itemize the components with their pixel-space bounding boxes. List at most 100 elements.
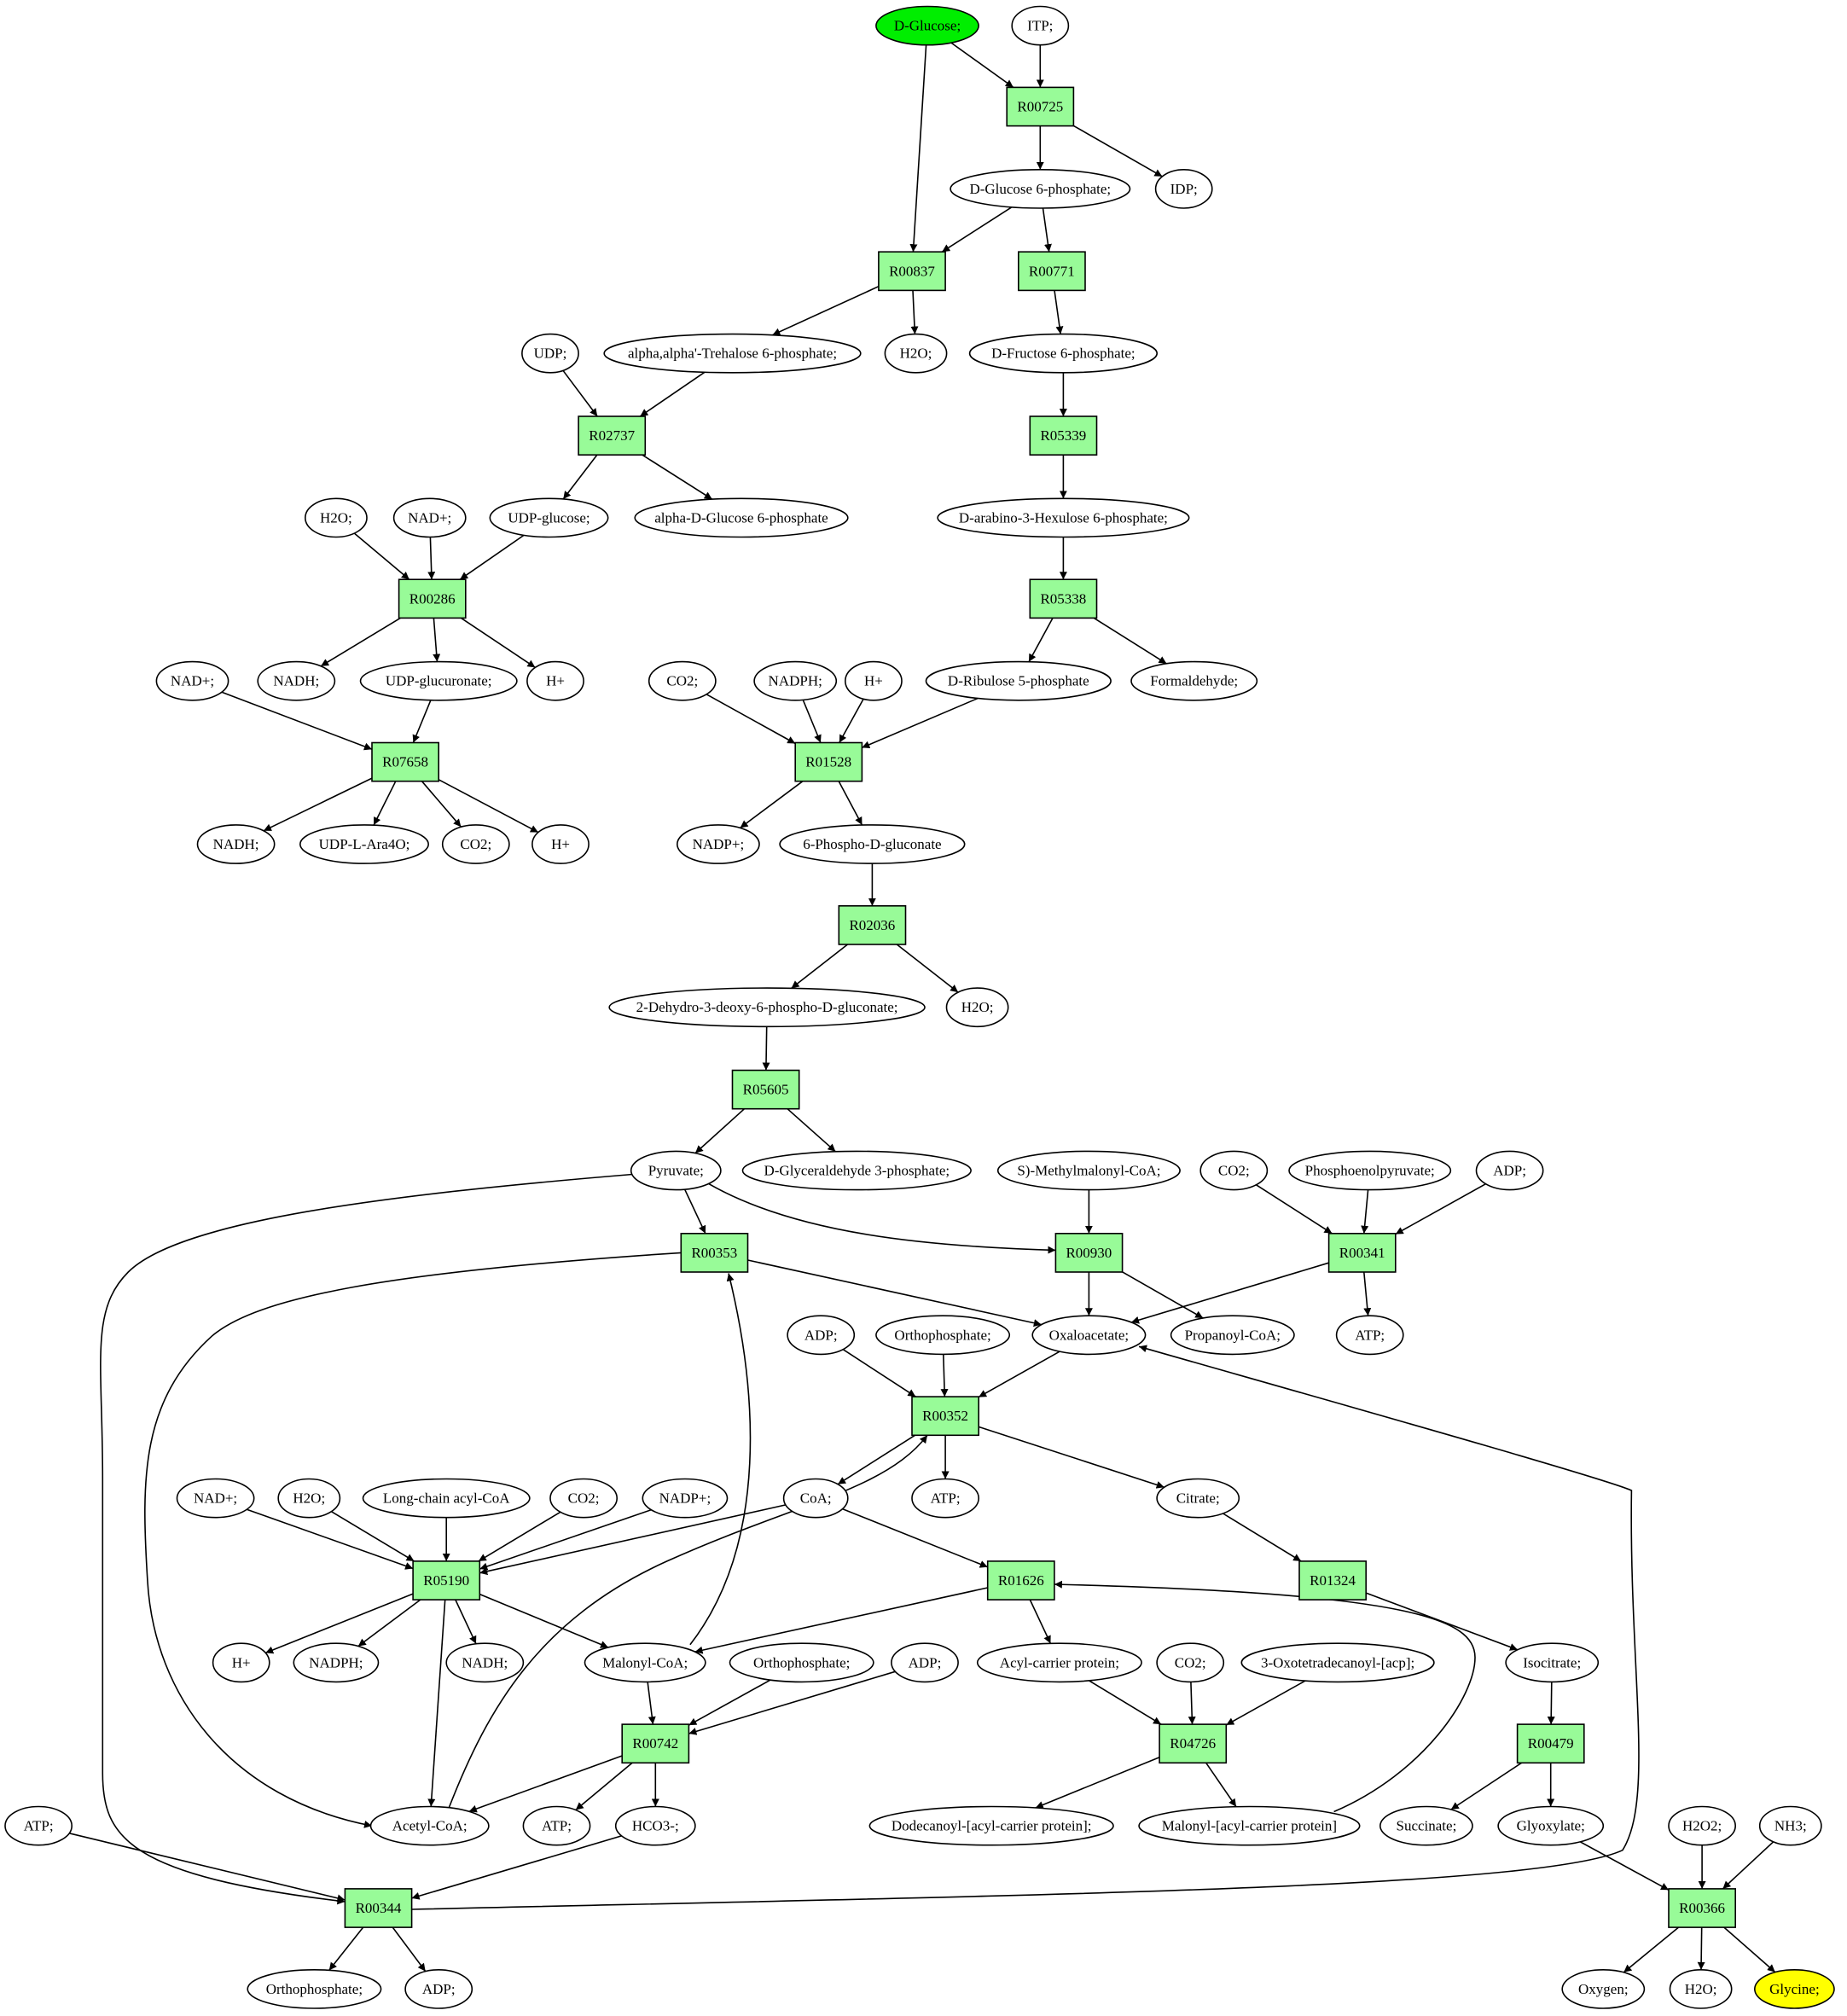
edge-c-tre6p-to-r-R02737: [639, 371, 706, 417]
edge-c-ru5p-to-r-R01528: [861, 697, 979, 749]
compound-ellipse: [441, 824, 510, 864]
edge-c-glucose-to-r-R00725: [950, 42, 1014, 89]
compound-node-acetylcoa: Acetyl-CoA;: [369, 1805, 490, 1846]
compound-label: CO2;: [1175, 1654, 1206, 1670]
reaction-box: [1029, 415, 1098, 456]
compound-label: Dodecanoyl-[acyl-carrier protein];: [892, 1818, 1092, 1834]
reaction-box: [731, 1069, 800, 1110]
compound-node-citrate: Citrate;: [1156, 1478, 1240, 1519]
compound-ellipse: [176, 1478, 255, 1519]
compound-node-h-1: H+: [526, 660, 584, 701]
compound-ellipse: [1505, 1642, 1600, 1683]
compound-node-ag6p: alpha-D-Glucose 6-phosphate: [634, 497, 849, 538]
compound-label: Phosphoenolpyruvate;: [1305, 1163, 1435, 1179]
reaction-label: R05339: [1040, 427, 1086, 444]
compound-node-nadp-1: NADP+;: [677, 824, 760, 864]
edge-r-R05605-to-c-pyruvate: [694, 1108, 746, 1154]
compound-label: 6-Phospho-D-gluconate: [803, 836, 941, 852]
reaction-box: [344, 1888, 413, 1928]
edge-c-adp-3-to-r-R00742: [688, 1670, 896, 1735]
compound-node-acp: Acyl-carrier protein;: [976, 1642, 1142, 1683]
reaction-label: R00366: [1679, 1900, 1725, 1916]
compound-ellipse: [1335, 1315, 1404, 1356]
compound-ellipse: [1240, 1642, 1435, 1683]
edge-r-R01528-to-c-nadp-1: [740, 781, 804, 829]
edge-c-co2-4-to-r-R05190: [478, 1511, 561, 1562]
edge-c-malacp-to-r-R01626: [1054, 1580, 1476, 1813]
edge-r-R00366-to-c-glycine: [1723, 1926, 1776, 1973]
reaction-label: R02737: [589, 427, 635, 444]
compound-ellipse: [1497, 1805, 1605, 1846]
edge-c-glyox-to-r-R00366: [1579, 1841, 1670, 1891]
reaction-label: R04726: [1170, 1735, 1216, 1752]
compound-label: NADPH;: [309, 1654, 363, 1670]
reaction-node-r05190: R05190: [412, 1560, 481, 1601]
compound-ellipse: [976, 1642, 1142, 1683]
compound-ellipse: [1758, 1805, 1822, 1846]
compound-ellipse: [968, 333, 1158, 374]
edge-r-R07658-to-c-udpara: [373, 781, 397, 826]
compound-ellipse: [4, 1805, 73, 1846]
compound-node-pi-2: Orthophosphate;: [729, 1642, 874, 1683]
compound-label: ATP;: [931, 1490, 961, 1507]
reaction-label: R00479: [1528, 1735, 1574, 1752]
edge-c-malcoa-to-r-R00742: [647, 1682, 656, 1725]
compound-label: H2O;: [900, 346, 932, 362]
edge-c-acetylcoa-to-r-R00352: [448, 1434, 928, 1809]
compound-ellipse: [1288, 1150, 1452, 1191]
compound-label: CO2;: [568, 1490, 600, 1507]
compound-label: NADH;: [462, 1654, 508, 1670]
compound-node-succ: Succinate;: [1379, 1805, 1473, 1846]
reaction-label: R00725: [1017, 99, 1063, 115]
compound-label: Glycine;: [1769, 1981, 1820, 1997]
edge-r-R00344-to-c-oaa: [411, 1345, 1640, 1910]
compound-ellipse: [445, 1642, 525, 1683]
compound-label: H2O;: [293, 1490, 325, 1507]
compound-node-hco3: HCO3-;: [614, 1805, 696, 1846]
reaction-box: [1029, 578, 1098, 619]
compound-ellipse: [875, 1315, 1011, 1356]
compound-label: CoA;: [800, 1490, 832, 1507]
compound-node-h-2: H+: [845, 660, 903, 701]
compound-label: D-arabino-3-Hexulose 6-phosphate;: [959, 509, 1168, 526]
compound-node-h2o-2: H2O;: [304, 497, 368, 538]
compound-node-pep: Phosphoenolpyruvate;: [1288, 1150, 1452, 1191]
compound-node-adp-2: ADP;: [787, 1315, 856, 1356]
edge-layer: [69, 42, 1776, 1973]
compound-ellipse: [1011, 5, 1070, 46]
compound-node-co2-3: CO2;: [1199, 1150, 1269, 1191]
reaction-label: R00837: [889, 263, 935, 279]
compound-label: UDP-glucuronate;: [386, 673, 492, 689]
reaction-node-r07658: R07658: [371, 741, 439, 782]
reaction-box: [398, 578, 467, 619]
edge-c-pi-1-to-r-R00352: [940, 1354, 949, 1397]
compound-label: Oxaloacetate;: [1049, 1327, 1129, 1343]
compound-ellipse: [247, 1968, 382, 2009]
compound-node-nadph-1: NADPH;: [753, 660, 838, 701]
compound-node-g6p: D-Glucose 6-phosphate;: [950, 168, 1131, 209]
compound-label: Succinate;: [1396, 1818, 1456, 1834]
compound-ellipse: [630, 1150, 722, 1191]
compound-node-glyox: Glyoxylate;: [1497, 1805, 1605, 1846]
edge-r-R00344-to-c-pi-3: [328, 1926, 364, 1971]
compound-label: CO2;: [460, 836, 491, 852]
compound-label: D-Glucose;: [894, 18, 961, 34]
compound-node-nad-3: NAD+;: [176, 1478, 255, 1519]
compound-ellipse: [521, 333, 579, 374]
compound-label: H2O;: [1685, 1981, 1717, 1997]
compound-label: 2-Dehydro-3-deoxy-6-phospho-D-gluconate;: [636, 999, 898, 1015]
compound-label: NADP+;: [659, 1490, 712, 1507]
compound-label: NH3;: [1774, 1818, 1807, 1834]
compound-label: Long-chain acyl-CoA: [383, 1490, 510, 1507]
reaction-label: R00742: [632, 1735, 678, 1752]
compound-label: NAD+;: [194, 1490, 237, 1507]
compound-ellipse: [891, 1642, 959, 1683]
edge-r-R05190-to-c-malcoa: [479, 1593, 609, 1648]
edge-c-malcoa-to-r-R00353: [689, 1273, 752, 1646]
compound-node-kdpg: 2-Dehydro-3-deoxy-6-phospho-D-gluconate;: [608, 987, 926, 1028]
compound-node-pi-1: Orthophosphate;: [875, 1315, 1011, 1356]
compound-ellipse: [677, 824, 760, 864]
compound-ellipse: [642, 1478, 729, 1519]
edge-c-isocit-to-r-R00479: [1547, 1682, 1555, 1725]
reaction-node-r01528: R01528: [794, 741, 863, 782]
